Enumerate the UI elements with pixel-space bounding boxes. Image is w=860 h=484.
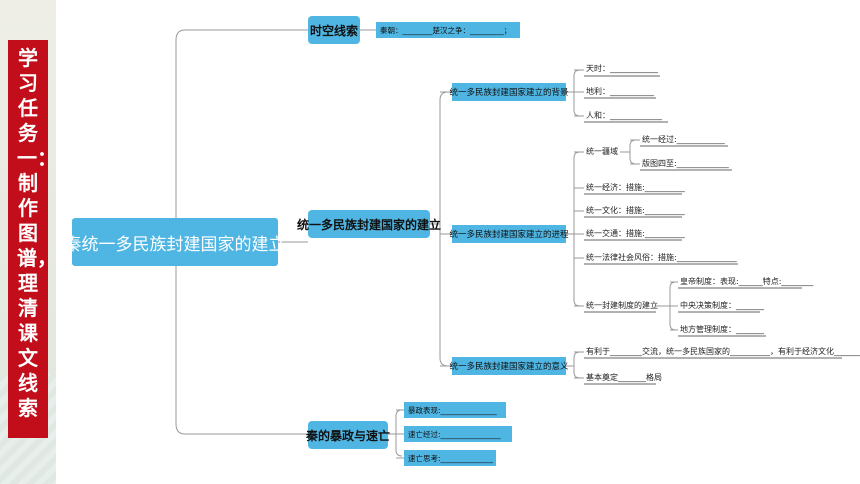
vertical-title: 学习任务一：制作图谱，理清课文线索 xyxy=(17,46,57,420)
leaf-territory-process: 统一经过:____________ xyxy=(642,135,725,144)
vertical-title-bar: 学习任务一：制作图谱，理清课文线索 xyxy=(8,40,57,438)
leaf-central-system: 中央决策制度：_______ xyxy=(680,301,764,310)
tyranny-item-2: 速亡经过:________________ xyxy=(404,426,512,442)
leaf-transport: 统一交通：措施:__________ xyxy=(586,229,685,238)
leaf-economy: 统一经济：措施:__________ xyxy=(586,183,685,192)
node-significance: 统一多民族封建国家建立的意义 xyxy=(450,357,569,375)
tyranny-item-3: 速亡思考:______________ xyxy=(404,450,496,466)
node-process: 统一多民族封建国家建立的进程 xyxy=(450,225,569,243)
branch-timeline: 时空线索 xyxy=(308,16,360,44)
branch-establishment: 统一多民族封建国家的建立 xyxy=(297,210,441,238)
tyranny-item-1: 暴政表现:_______________ xyxy=(404,402,506,418)
leaf-dili: 地利：___________ xyxy=(586,87,654,96)
leaf-tianshi: 天时：____________ xyxy=(586,64,658,73)
leaf-significance-2: 基本奠定_______格局 xyxy=(586,373,662,382)
leaf-local-system: 地方管理制度：_______ xyxy=(680,325,764,334)
leaf-territory-boundary: 版图四至:_____________ xyxy=(642,159,729,168)
branch-tyranny: 秦的暴政与速亡 xyxy=(306,421,390,449)
leaf-renhe: 人和：_____________ xyxy=(586,111,662,120)
leaf-law: 统一法律社会风俗：措施:_______________ xyxy=(586,253,737,262)
leaf-emperor-system: 皇帝制度：表现:______特点:________ xyxy=(680,277,814,286)
node-background: 统一多民族封建国家建立的背景 xyxy=(450,83,569,101)
leaf-system: 统一封建制度的建立 xyxy=(586,301,658,310)
leaf-significance-1: 有利于________交流，统一多民族国家的__________，有利于经济文化… xyxy=(586,347,860,356)
leaf-territory: 统一疆域 xyxy=(586,147,618,156)
leaf-culture: 统一文化：措施:__________ xyxy=(586,206,685,215)
timeline-detail: 秦朝：________楚汉之争：_________； xyxy=(376,22,520,38)
root-topic: 秦统一多民族封建国家的建立 xyxy=(65,218,286,266)
